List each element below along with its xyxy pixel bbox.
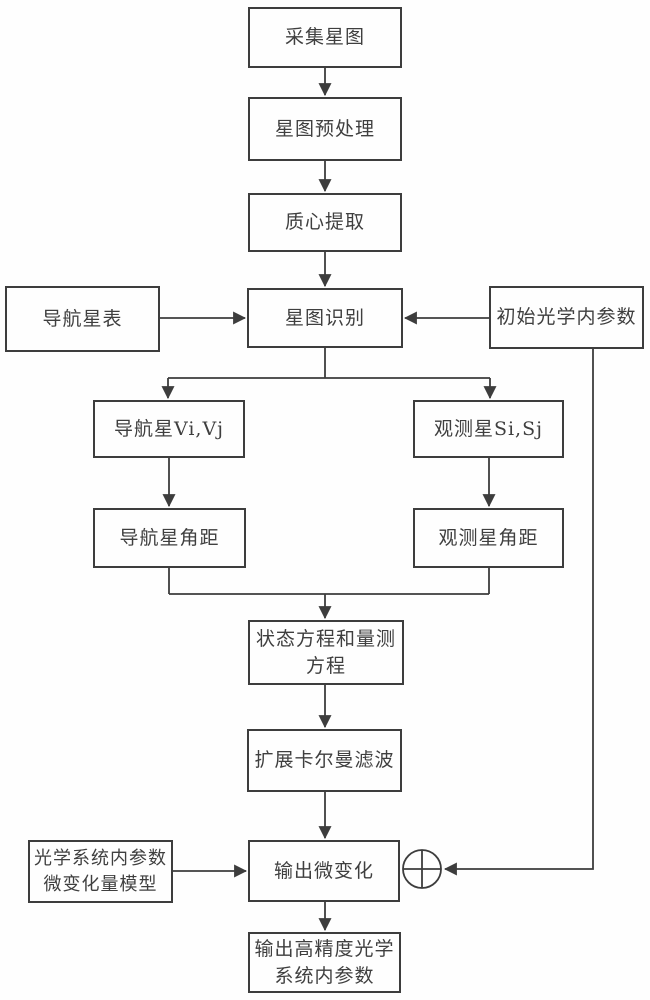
node-identify-label: 星图识别	[284, 306, 365, 329]
node-output-delta-label: 输出微变化	[273, 859, 374, 882]
node-model-label: 光学系统内参数 微变化量模型	[34, 848, 167, 895]
branch-identify-split	[168, 348, 490, 379]
node-nav-angle-label: 导航星角距	[119, 526, 220, 549]
node-catalog-label: 导航星表	[42, 307, 123, 330]
node-preprocess: 星图预处理	[248, 97, 402, 161]
node-centroid-extraction: 质心提取	[248, 193, 402, 252]
node-output-high-precision-params: 输出高精度光学 系统内参数	[248, 932, 401, 993]
node-navigation-star-angle: 导航星角距	[93, 508, 246, 568]
node-initial-params-label: 初始光学内参数	[496, 306, 637, 329]
node-extended-kalman-filter: 扩展卡尔曼滤波	[247, 729, 402, 792]
node-preprocess-label: 星图预处理	[274, 117, 375, 140]
node-collect-star-image: 采集星图	[248, 7, 402, 68]
node-navigation-stars: 导航星Vi,Vj	[93, 400, 245, 458]
merge-angles-junction	[168, 568, 490, 595]
node-star-identification: 星图识别	[247, 288, 403, 348]
node-observed-stars: 观测星Si,Sj	[413, 400, 564, 458]
node-state-equation-label: 状态方程和量测 方程	[255, 627, 396, 677]
node-obs-angle-label: 观测星角距	[438, 526, 539, 549]
node-output-micro-change: 输出微变化	[248, 840, 400, 902]
node-micro-variation-model: 光学系统内参数 微变化量模型	[28, 840, 173, 903]
node-initial-optical-params: 初始光学内参数	[489, 286, 644, 349]
node-observed-star-angle: 观测星角距	[413, 508, 564, 568]
node-ekf-label: 扩展卡尔曼滤波	[254, 749, 395, 772]
node-obs-stars-label: 观测星Si,Sj	[433, 417, 544, 440]
node-output-final-label: 输出高精度光学 系统内参数	[254, 937, 395, 987]
node-state-measurement-equation: 状态方程和量测 方程	[248, 620, 404, 685]
node-centroid-label: 质心提取	[284, 211, 365, 234]
feedback-initialparams-to-sum	[443, 349, 594, 876]
circled-plus-icon	[402, 849, 442, 889]
node-collect-label: 采集星图	[284, 26, 365, 49]
node-nav-stars-label: 导航星Vi,Vj	[113, 417, 225, 440]
node-navigation-star-catalog: 导航星表	[5, 286, 160, 352]
